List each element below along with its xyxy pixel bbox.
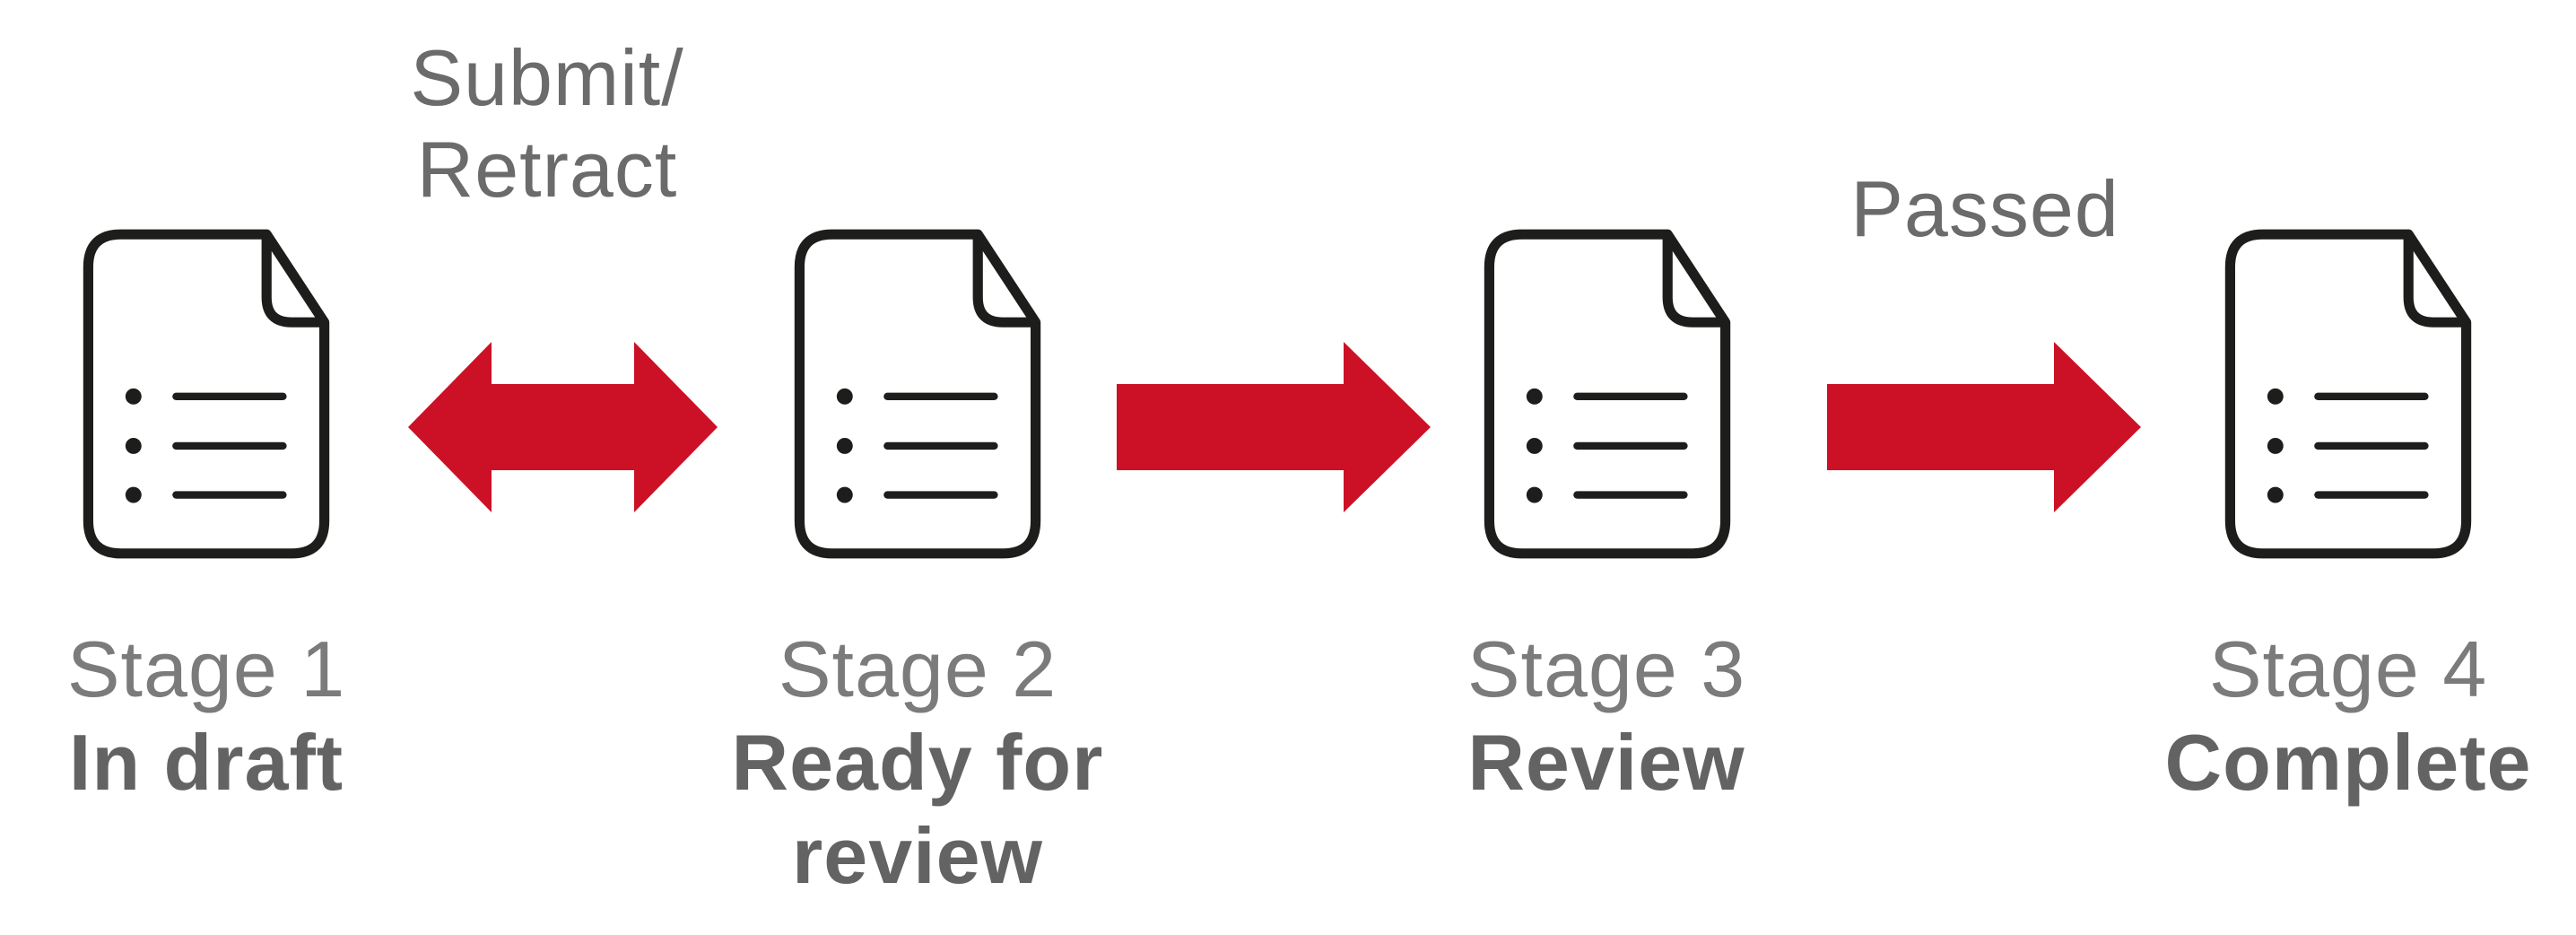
- document-icon: [83, 229, 330, 559]
- status-label: Review: [1467, 718, 1745, 807]
- status-label: In draft: [68, 718, 344, 807]
- document-icon: [2224, 229, 2472, 559]
- stage-caption: Stage 4 Complete: [2070, 623, 2576, 809]
- stage-label: Stage 1: [66, 625, 346, 713]
- list-lines-glyph: [2267, 388, 2429, 503]
- stage-label: Stage 4: [2208, 625, 2488, 713]
- status-label: Complete: [2164, 718, 2532, 807]
- status-label: Ready for review: [731, 718, 1104, 900]
- stage-label: Stage 3: [1466, 625, 1746, 713]
- document-icon: [1484, 229, 1731, 559]
- list-lines-glyph: [836, 388, 998, 503]
- stage-caption: Stage 2 Ready for review: [640, 623, 1196, 903]
- document-icon: [794, 229, 1041, 559]
- list-lines-glyph: [125, 388, 287, 503]
- transition-label-submit-retract: Submit/ Retract: [410, 33, 684, 214]
- double-arrow-icon: [408, 342, 718, 512]
- stage-label: Stage 2: [778, 625, 1057, 713]
- stage-caption: Stage 1 In draft: [0, 623, 484, 809]
- list-lines-glyph: [1526, 388, 1688, 503]
- right-arrow-icon: [1827, 342, 2141, 512]
- right-arrow-icon: [1117, 342, 1431, 512]
- stage-caption: Stage 3 Review: [1328, 623, 1884, 809]
- transition-label-passed: Passed: [1850, 164, 2119, 253]
